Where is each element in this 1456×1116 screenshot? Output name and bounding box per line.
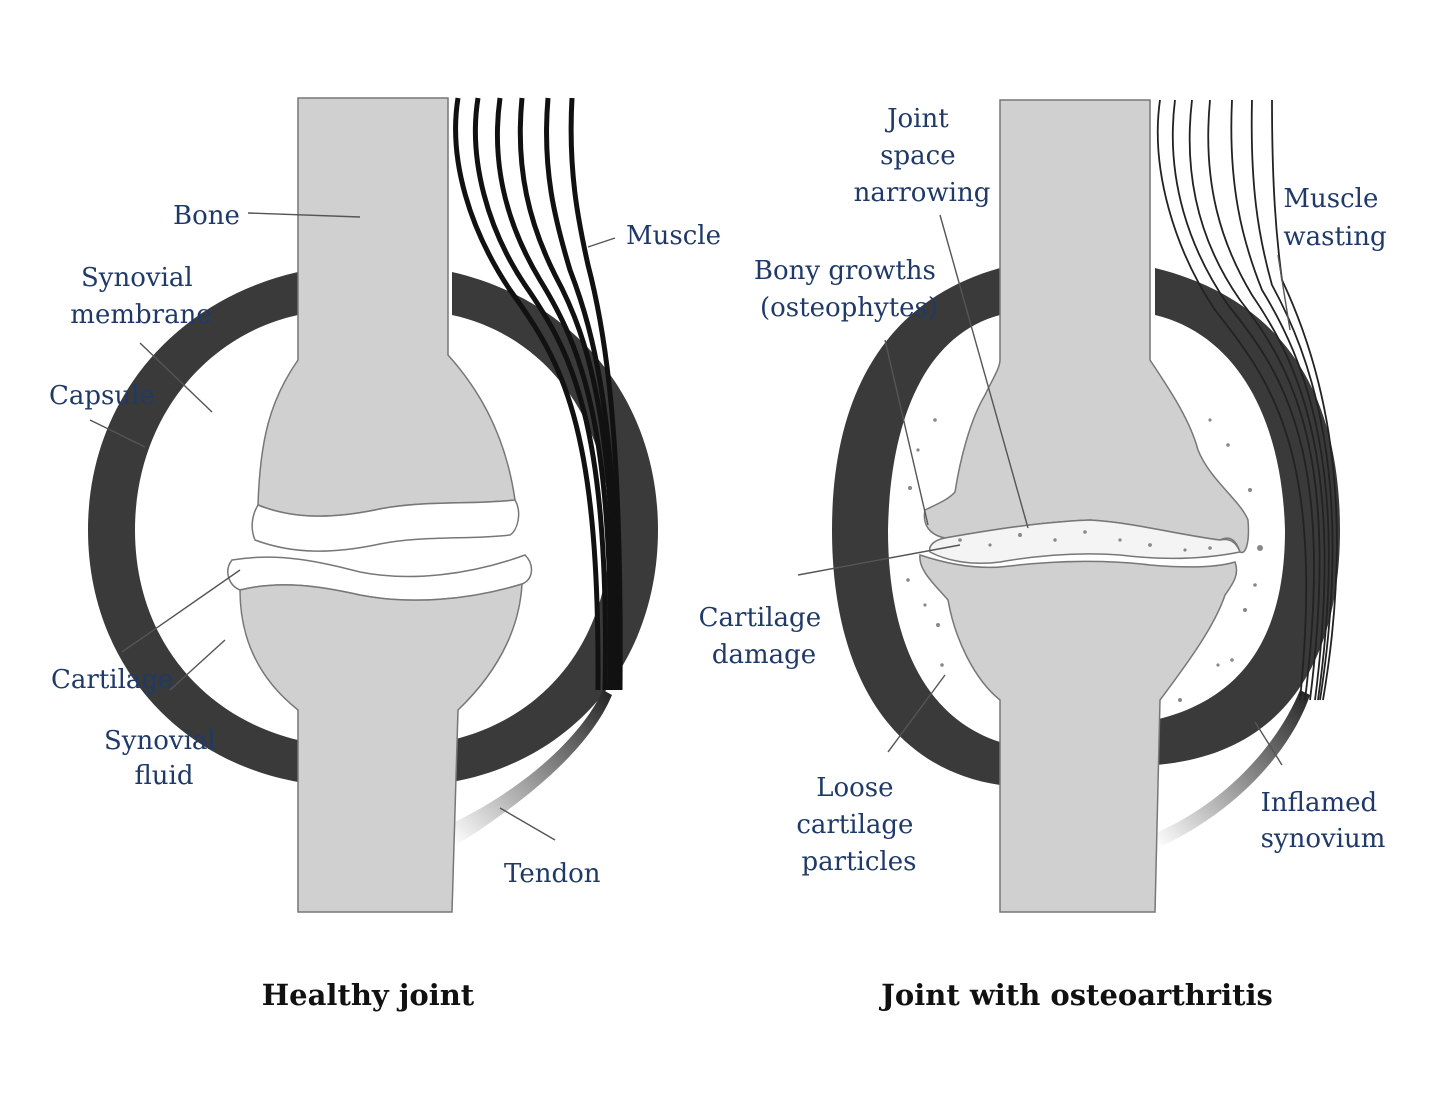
label-loose-cartilage-particles: Loose cartilage particles [796,773,921,877]
leader-lines [89,212,616,841]
healthy-joint-drawing [88,97,658,913]
upper-cartilage [251,499,520,552]
caption-healthy-joint: Healthy joint [262,978,475,1012]
osteoarthritis-joint-drawing [797,99,1340,913]
capsule-ring [88,272,298,782]
tendon [455,690,612,846]
muscle-fibres [453,97,623,691]
label-muscle-wasting: Muscle wasting [1283,184,1386,252]
label-cartilage: Cartilage [51,665,173,695]
capsule-ring [832,268,1000,785]
label-tendon: Tendon [504,859,601,889]
muscle-fibres [1156,99,1338,701]
tendon [1158,690,1310,848]
labels-healthy: Bone Muscle Synovial membrane Capsule Ca… [49,201,721,889]
lower-bone [919,554,1238,913]
label-joint-space-narrowing: Joint space narrowing [854,104,991,208]
label-synovial-membrane: Synovial membrane [70,263,211,330]
label-muscle: Muscle [626,221,721,251]
leader-lines [797,214,1291,766]
label-capsule: Capsule [49,381,155,411]
label-bone: Bone [173,201,240,231]
label-synovial-fluid: Synovial fluid [104,726,224,791]
label-cartilage-damage: Cartilage damage [699,603,830,670]
damaged-cartilage [928,519,1242,565]
labels-osteoarthritis: Joint space narrowing Muscle wasting Bon… [699,104,1387,877]
label-bony-growths: Bony growths (osteophytes) [754,256,944,323]
caption-osteoarthritis-joint: Joint with osteoarthritis [878,978,1273,1012]
label-inflamed-synovium: Inflamed synovium [1261,788,1386,854]
loose-particles [906,418,1263,702]
lower-bone [239,582,523,913]
